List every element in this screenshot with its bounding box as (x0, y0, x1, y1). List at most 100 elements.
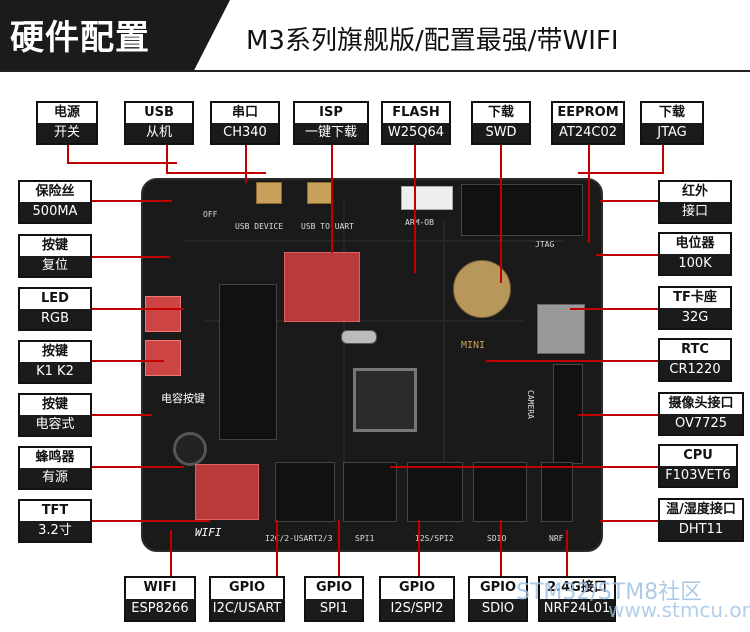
label-fuse: 保险丝 500MA (18, 180, 92, 224)
leader-line (245, 143, 247, 183)
label-title: 电位器 (675, 236, 715, 251)
usb-uart-connector (307, 182, 333, 204)
label-value: NRF24L01 (540, 599, 614, 620)
rtc-battery-holder (453, 260, 511, 318)
label-led: LED RGB (18, 287, 92, 331)
label-gpio-sdio: GPIO SDIO (468, 576, 528, 622)
ch340-chip (284, 252, 360, 322)
gpio-header-1 (275, 462, 335, 522)
label-value: 100K (660, 254, 730, 274)
label-title: 按键 (41, 344, 68, 359)
label-title: GPIO (315, 580, 353, 595)
label-power-switch: 电源 开关 (36, 101, 98, 145)
label-dht11: 温/湿度接口 DHT11 (658, 498, 744, 542)
buzzer (173, 432, 207, 466)
label-value: CR1220 (660, 360, 730, 380)
label-title: 红外 (681, 184, 708, 199)
leader-line (338, 520, 340, 578)
tf-card-slot (537, 304, 585, 354)
leader-line (92, 414, 152, 416)
label-value: 接口 (660, 202, 730, 222)
leader-line (331, 143, 333, 253)
page-subtitle: M3系列旗舰版/配置最强/带WIFI (246, 26, 619, 56)
key-k2 (145, 340, 181, 376)
label-value: SWD (473, 123, 529, 143)
leader-line (414, 143, 416, 273)
key-k1 (145, 296, 181, 332)
leader-line (596, 254, 658, 256)
label-title: 2.4G接口 (547, 580, 607, 595)
label-title: 电源 (53, 105, 80, 120)
label-title: 蜂鸣器 (35, 450, 75, 465)
label-title: 保险丝 (35, 184, 75, 199)
label-title: 下载 (658, 105, 685, 120)
label-title: 按键 (41, 238, 68, 253)
label-eeprom: EEPROM AT24C02 (551, 101, 625, 145)
watermark-community: STM32/STM8社区 (516, 580, 703, 605)
header-dark-panel (0, 0, 230, 72)
leader-line (570, 308, 658, 310)
label-rtc: RTC CR1220 (658, 338, 732, 382)
leader-line (600, 520, 658, 522)
label-keys: 按键 K1 K2 (18, 340, 92, 384)
page-title: 硬件配置 (10, 18, 150, 58)
leader-line (92, 360, 164, 362)
label-value: W25Q64 (383, 123, 449, 143)
label-value: CH340 (212, 123, 278, 143)
label-value: 500MA (20, 202, 90, 222)
gpio-header-4 (473, 462, 527, 522)
label-value: 32G (660, 308, 730, 328)
label-title: 串口 (231, 105, 258, 120)
silk-camera: CAMERA (526, 390, 535, 419)
leader-line (662, 143, 664, 173)
label-tft: TFT 3.2寸 (18, 499, 92, 543)
label-title: 按键 (41, 397, 68, 412)
label-title: ISP (319, 105, 343, 120)
leader-line (500, 143, 502, 283)
label-isp: ISP 一键下载 (293, 101, 369, 145)
label-camera: 摄像头接口 OV7725 (658, 392, 744, 436)
label-value: 复位 (20, 256, 90, 276)
label-value: 有源 (20, 468, 90, 488)
silk-bus-1: I2C/2-USART2/3 (265, 534, 333, 543)
gpio-header-2 (343, 462, 397, 522)
label-title: RTC (681, 342, 709, 357)
label-value: 3.2寸 (20, 521, 90, 541)
leader-line (166, 143, 168, 173)
label-touch-key: 按键 电容式 (18, 393, 92, 437)
silk-bus-4: SDIO (487, 534, 507, 543)
label-title: CPU (683, 448, 713, 463)
label-title: TF卡座 (673, 290, 717, 305)
leader-line (500, 520, 502, 578)
label-value: 开关 (38, 123, 96, 143)
leader-line (92, 520, 210, 522)
label-serial: 串口 CH340 (210, 101, 280, 145)
gpio-header-3 (407, 462, 463, 522)
silk-arm-ob: ARM-OB (405, 218, 434, 227)
watermark-url: www.stmcu.org (608, 598, 750, 622)
silk-wifi: WIFI (195, 526, 222, 539)
leader-line (486, 360, 658, 362)
label-value: SPI1 (306, 599, 362, 620)
header-divider (0, 70, 750, 72)
silk-touch-key: 电容按键 (161, 392, 205, 405)
label-title: EEPROM (557, 105, 619, 120)
leader-line (578, 414, 658, 416)
label-value: JTAG (642, 123, 702, 143)
label-gpio-i2c-usart: GPIO I2C/USART (209, 576, 285, 622)
label-title: GPIO (479, 580, 517, 595)
leader-line (92, 308, 184, 310)
label-gpio-spi1: GPIO SPI1 (304, 576, 364, 622)
label-title: LED (41, 291, 69, 306)
label-value: 从机 (126, 123, 192, 143)
arm-ob-connector (401, 186, 453, 210)
pcb-trace (203, 320, 523, 322)
label-gpio-i2s-spi2: GPIO I2S/SPI2 (379, 576, 455, 622)
leader-line (166, 172, 266, 174)
label-cpu: CPU F103VET6 (658, 444, 738, 488)
label-title: USB (144, 105, 174, 120)
pcb-board: USB DEVICE USB TO UART OFF ARM-OB JTAG M… (141, 178, 603, 552)
usb-device-connector (256, 182, 282, 204)
label-value: RGB (20, 309, 90, 329)
silk-jtag: JTAG (535, 240, 555, 249)
